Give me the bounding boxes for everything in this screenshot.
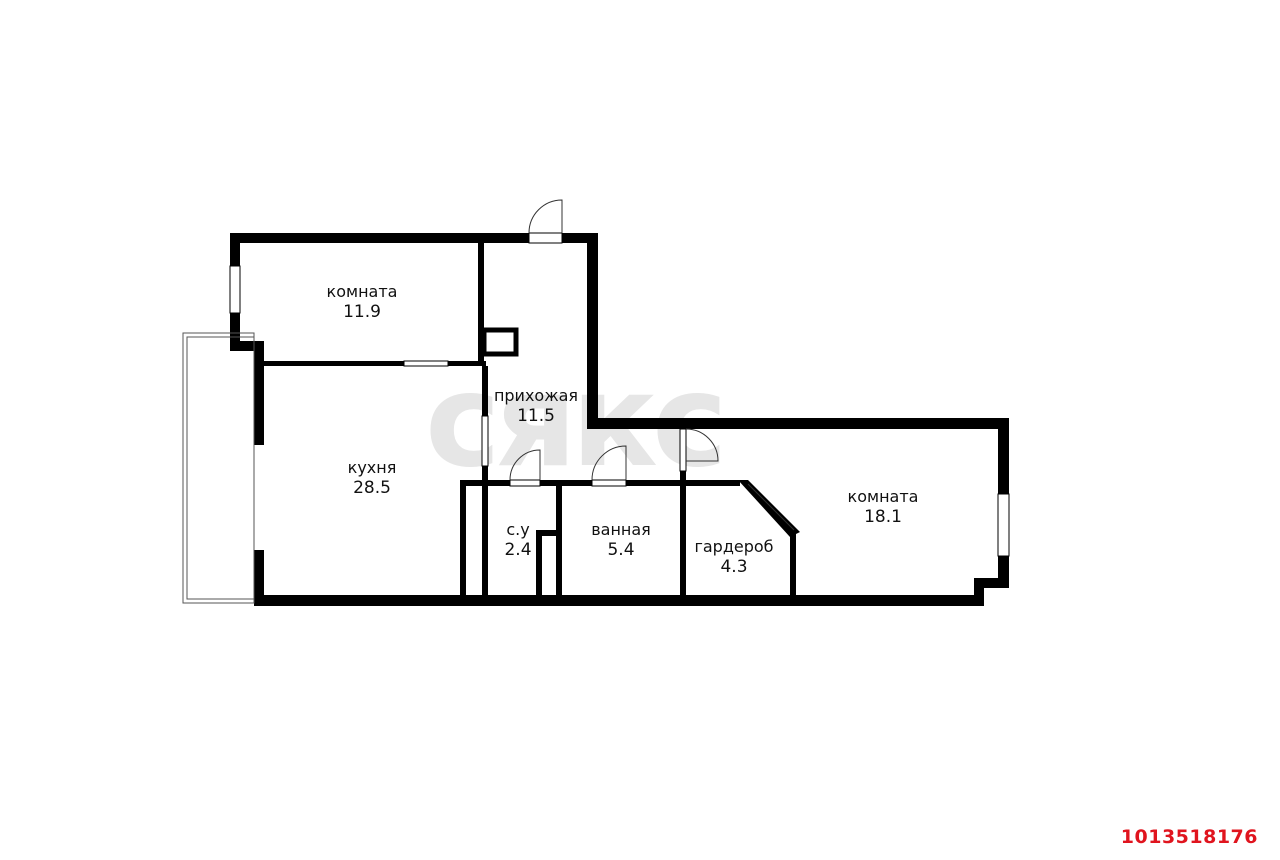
room-area: 5.4	[607, 540, 635, 560]
room-name: кухня	[347, 458, 397, 477]
room-area: 11.9	[343, 302, 381, 322]
room-name: ванная	[591, 520, 651, 539]
room-name: с.у	[506, 520, 530, 539]
room-name: комната	[326, 282, 398, 301]
room-name: комната	[847, 487, 919, 506]
listing-id: 1013518176	[1120, 826, 1258, 848]
room-area: 28.5	[353, 478, 391, 498]
room-area: 4.3	[720, 557, 748, 577]
room-name: гардероб	[694, 537, 774, 556]
room-area: 2.4	[504, 540, 532, 560]
room-name: прихожая	[493, 386, 579, 405]
room-area: 18.1	[864, 507, 902, 527]
room-area: 11.5	[517, 406, 555, 426]
